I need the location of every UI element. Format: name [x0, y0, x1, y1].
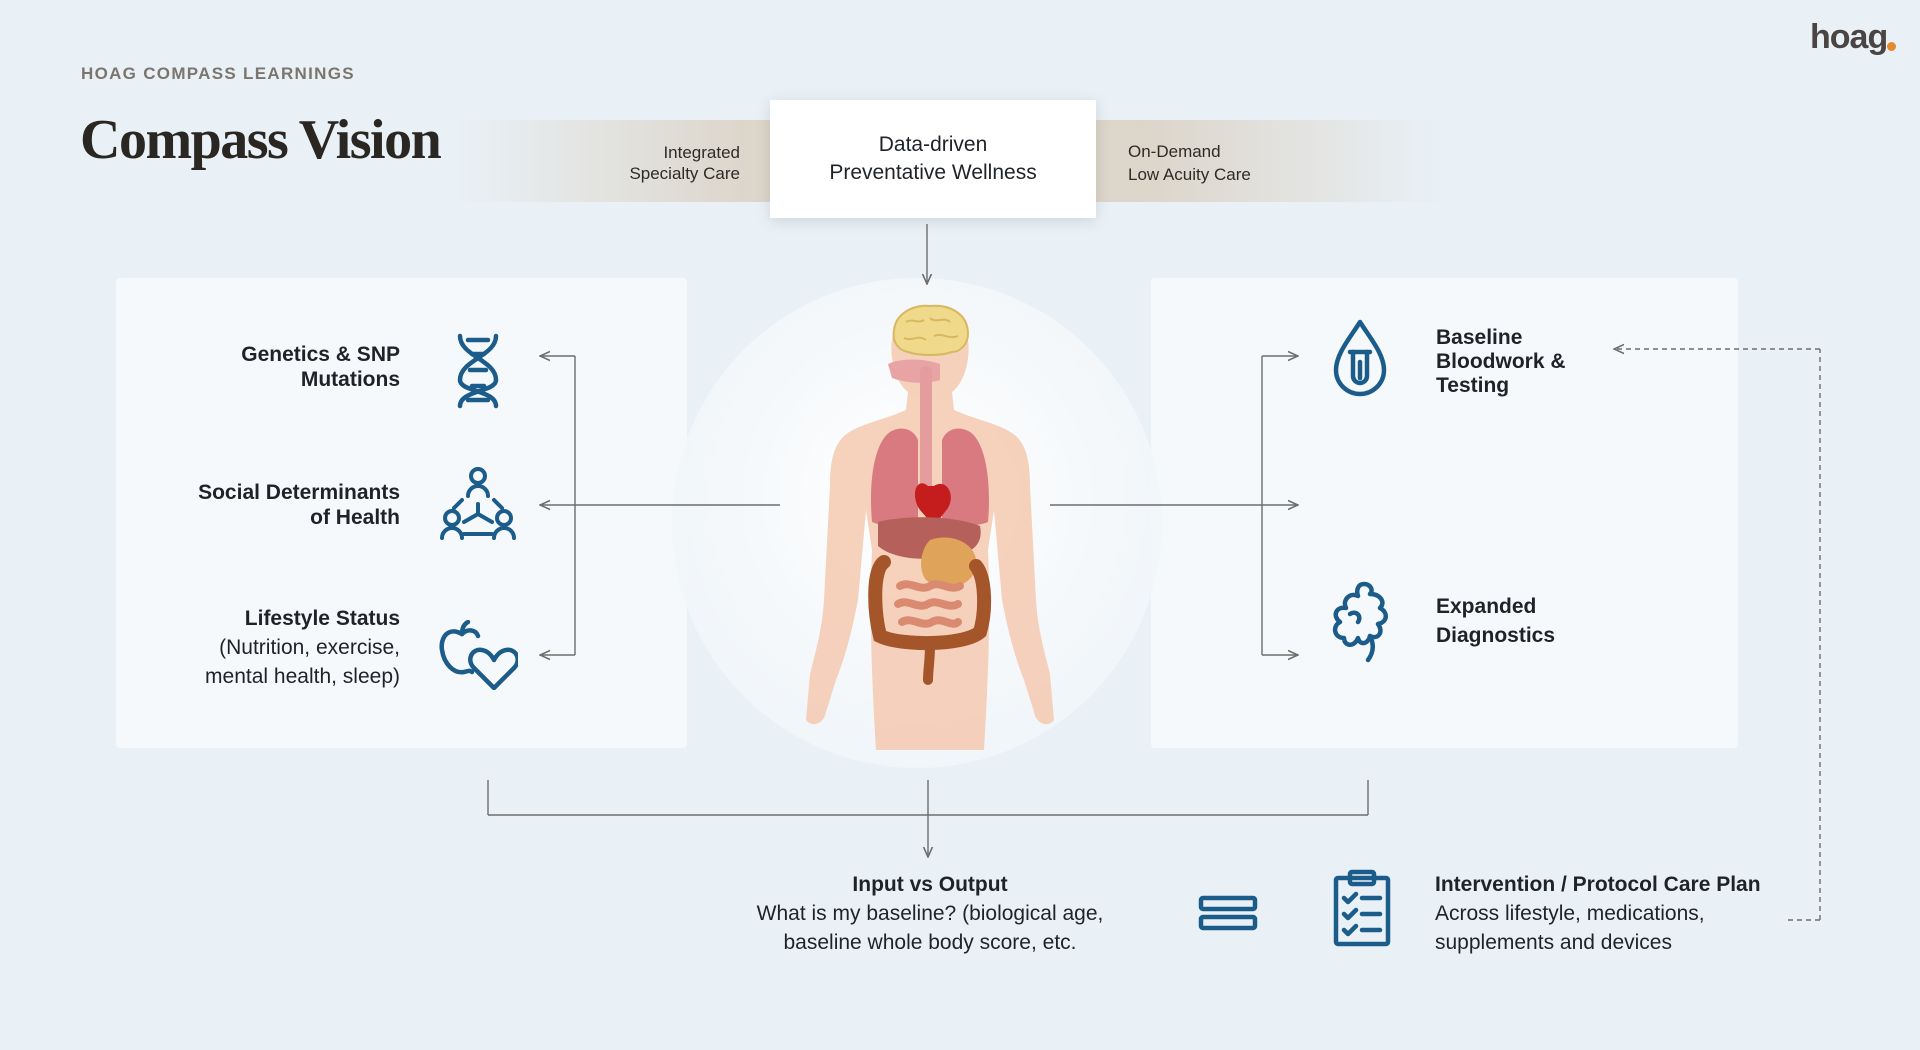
page-title: Compass Vision [80, 109, 442, 171]
hoag-logo: hoag [1810, 18, 1888, 56]
outputs-panel [1151, 278, 1738, 748]
band-left-label: Integrated Specialty Care [629, 143, 740, 183]
input-vs-output: Input vs Output What is my baseline? (bi… [756, 873, 1104, 954]
center-card: Data-driven Preventative Wellness [770, 100, 1096, 218]
social-determinants-label: Social Determinants of Health [198, 481, 400, 529]
intestine-icon [1332, 581, 1388, 663]
clipboard-checklist-icon [1333, 869, 1391, 947]
lifestyle-label: Lifestyle Status (Nutrition, exercise, m… [205, 607, 400, 688]
care-plan: Intervention / Protocol Care Plan Across… [1435, 873, 1761, 954]
equals-icon [1198, 895, 1258, 931]
apple-heart-icon [439, 620, 518, 690]
band-right-label: On-Demand Low Acuity Care [1128, 142, 1251, 184]
logo-dot [1887, 42, 1896, 51]
human-anatomy-icon [806, 304, 1054, 750]
eyebrow: HOAG COMPASS LEARNINGS [81, 64, 355, 83]
inputs-panel [116, 278, 687, 748]
bloodwork-label: Baseline Bloodwork & Testing [1436, 326, 1566, 397]
dna-icon [457, 333, 499, 409]
diagnostics-label: Expanded Diagnostics [1436, 595, 1556, 647]
community-network-icon [440, 467, 516, 540]
blood-drop-test-tube-icon [1333, 319, 1387, 397]
genetics-label: Genetics & SNP Mutations [241, 343, 400, 391]
